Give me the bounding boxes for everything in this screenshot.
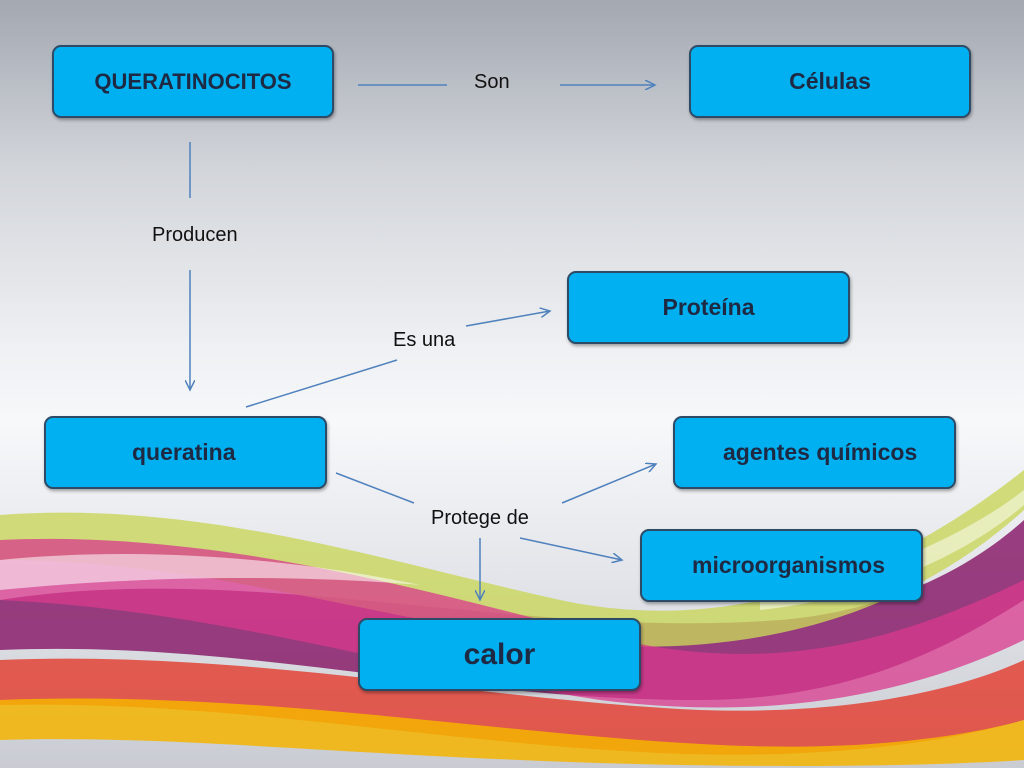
node-proteina-label: Proteína [662, 294, 755, 320]
arrow-es-una-proteina [465, 311, 550, 327]
node-queratinocitos-label: QUERATINOCITOS [94, 68, 292, 94]
node-microorganismos-label: microorganismos [692, 552, 885, 578]
node-agentes-quimicos-label: agentes químicos [723, 439, 918, 465]
node-calor: calor [358, 618, 641, 691]
connector-queratina-es-una [245, 359, 398, 408]
arrow-protege-agentes-quimicos [561, 464, 656, 504]
node-calor-label: calor [463, 637, 536, 671]
node-queratinocitos: QUERATINOCITOS [52, 45, 334, 118]
node-proteina: Proteína [567, 271, 850, 344]
connector-queratina-protege-de [335, 472, 415, 504]
node-celulas-label: Células [789, 68, 871, 94]
link-label-es-una: Es una [393, 329, 456, 351]
link-label-son: Son [474, 71, 510, 93]
link-label-protege-de: Protege de [431, 507, 529, 529]
arrow-protege-microorganismos [519, 537, 622, 560]
link-label-producen: Producen [152, 224, 238, 246]
node-agentes-quimicos: agentes químicos [673, 416, 956, 489]
node-queratina-label: queratina [132, 439, 236, 465]
node-celulas: Células [689, 45, 971, 118]
node-microorganismos: microorganismos [640, 529, 923, 602]
node-queratina: queratina [44, 416, 327, 489]
